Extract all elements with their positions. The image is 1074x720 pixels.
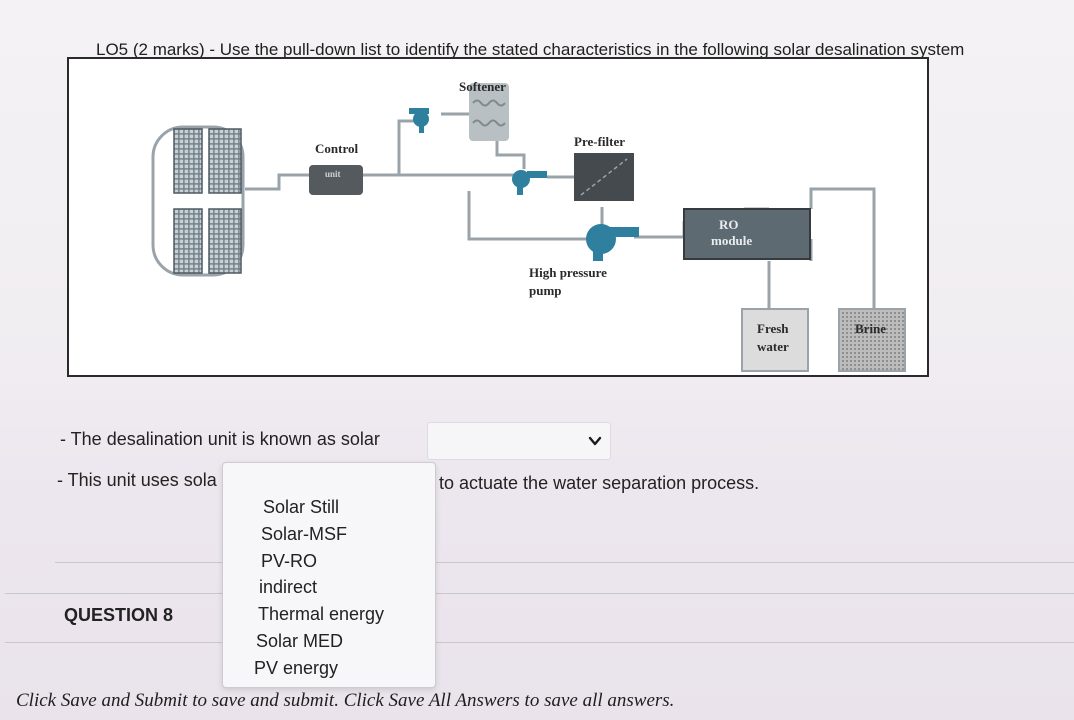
statement-2-prefix: - This unit uses sola ✓ [57,470,237,491]
softener-label: Softener [459,79,506,94]
pre-filter-label: Pre-filter [574,134,625,149]
dropdown-option[interactable]: indirect [259,577,318,597]
question-8-heading: QUESTION 8 [64,605,174,625]
dropdown-option[interactable]: Solar MED [256,631,344,651]
statement-2-suffix: to actuate the water separation process. [439,473,760,493]
answer-select-1[interactable] [427,422,611,460]
feed-pump-icon [409,108,429,133]
pre-filter-box [574,153,634,201]
save-instructions: Click Save and Submit to save and submit… [16,690,675,711]
fresh-water-sublabel: water [757,339,789,354]
high-pressure-pump-label: High pressure [529,265,607,280]
divider-3 [5,642,1074,643]
statement-1: - The desalination unit is known as sola… [60,429,380,449]
ro-module-label: RO [719,217,739,232]
question-text: LO5 (2 marks) - Use the pull-down list t… [96,40,965,59]
softener-tank [469,83,509,141]
desalination-diagram: Softener Control unit Pre-filter RO modu… [67,57,929,377]
answer-dropdown-list[interactable]: Solar Still Solar-MSF PV-RO indirect The… [222,462,436,688]
control-unit-label: Control [315,141,359,156]
ro-module-sublabel: module [711,233,753,248]
high-pressure-pump-icon [586,224,639,261]
brine-label: Brine [855,321,887,336]
chevron-down-icon [588,436,602,446]
dropdown-option[interactable]: Solar Still [263,497,340,517]
solar-panel-array [151,125,245,277]
dropdown-option[interactable]: Thermal energy [258,604,385,624]
booster-pump-icon [512,170,547,195]
diagram-drawing [151,83,906,372]
high-pressure-pump-sublabel: pump [529,283,562,298]
control-unit-sublabel: unit [325,169,341,179]
dropdown-option[interactable]: PV-RO [261,551,318,571]
control-unit-box [309,165,363,195]
brine-tank [838,308,906,372]
ro-module-box [683,208,811,260]
fresh-water-label: Fresh [757,321,789,336]
divider-2 [5,593,1074,594]
divider-1 [55,562,1074,563]
fresh-water-tank [741,308,809,372]
dropdown-option[interactable]: Solar-MSF [261,524,348,544]
statement-2-text: - This unit uses sola [57,470,217,490]
dropdown-option[interactable]: PV energy [254,658,339,678]
